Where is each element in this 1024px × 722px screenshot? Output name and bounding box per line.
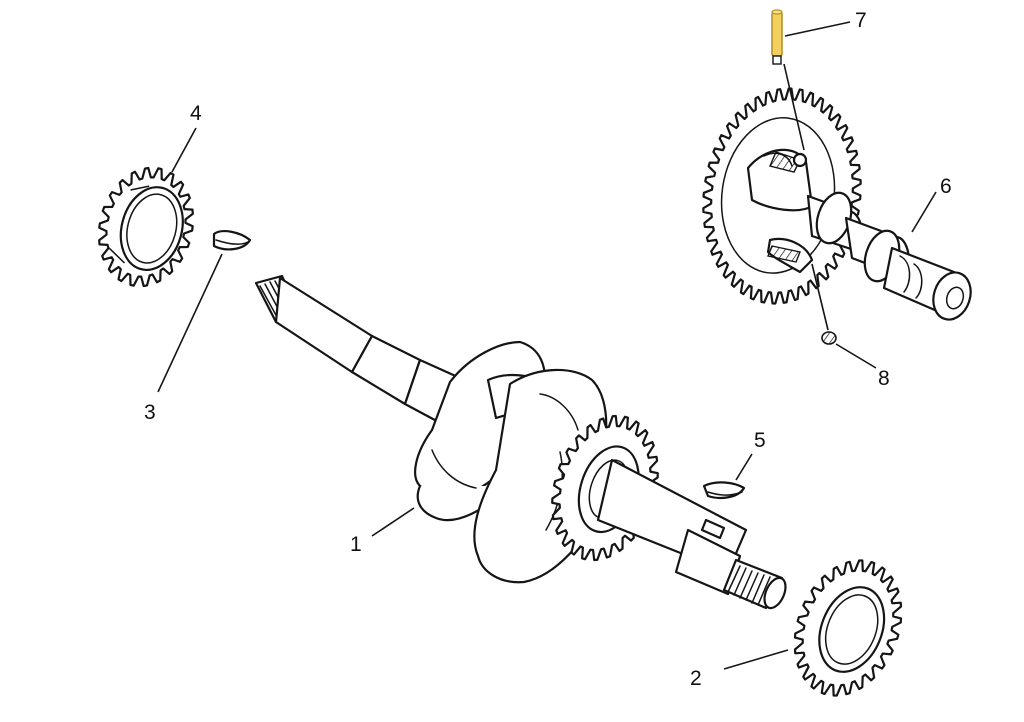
callout-1: 1 <box>350 533 362 556</box>
part-1-crankshaft <box>254 274 608 584</box>
part-4-gear <box>98 166 194 288</box>
callout-7: 7 <box>855 9 867 32</box>
callout-8: 8 <box>878 367 890 390</box>
part-6-camshaft <box>702 87 972 321</box>
part-7-pin <box>771 9 783 65</box>
callout-3: 3 <box>144 401 156 424</box>
callout-6: 6 <box>940 175 952 198</box>
part-2-gear <box>793 559 903 697</box>
callout-4: 4 <box>190 102 202 125</box>
callout-5: 5 <box>754 429 766 452</box>
callout-2: 2 <box>690 667 702 690</box>
part-3-key <box>212 230 252 251</box>
crankshaft-output-end <box>596 458 787 610</box>
part-5-key <box>702 481 746 499</box>
leader-lines <box>157 21 937 670</box>
part-8-nut <box>821 331 837 345</box>
